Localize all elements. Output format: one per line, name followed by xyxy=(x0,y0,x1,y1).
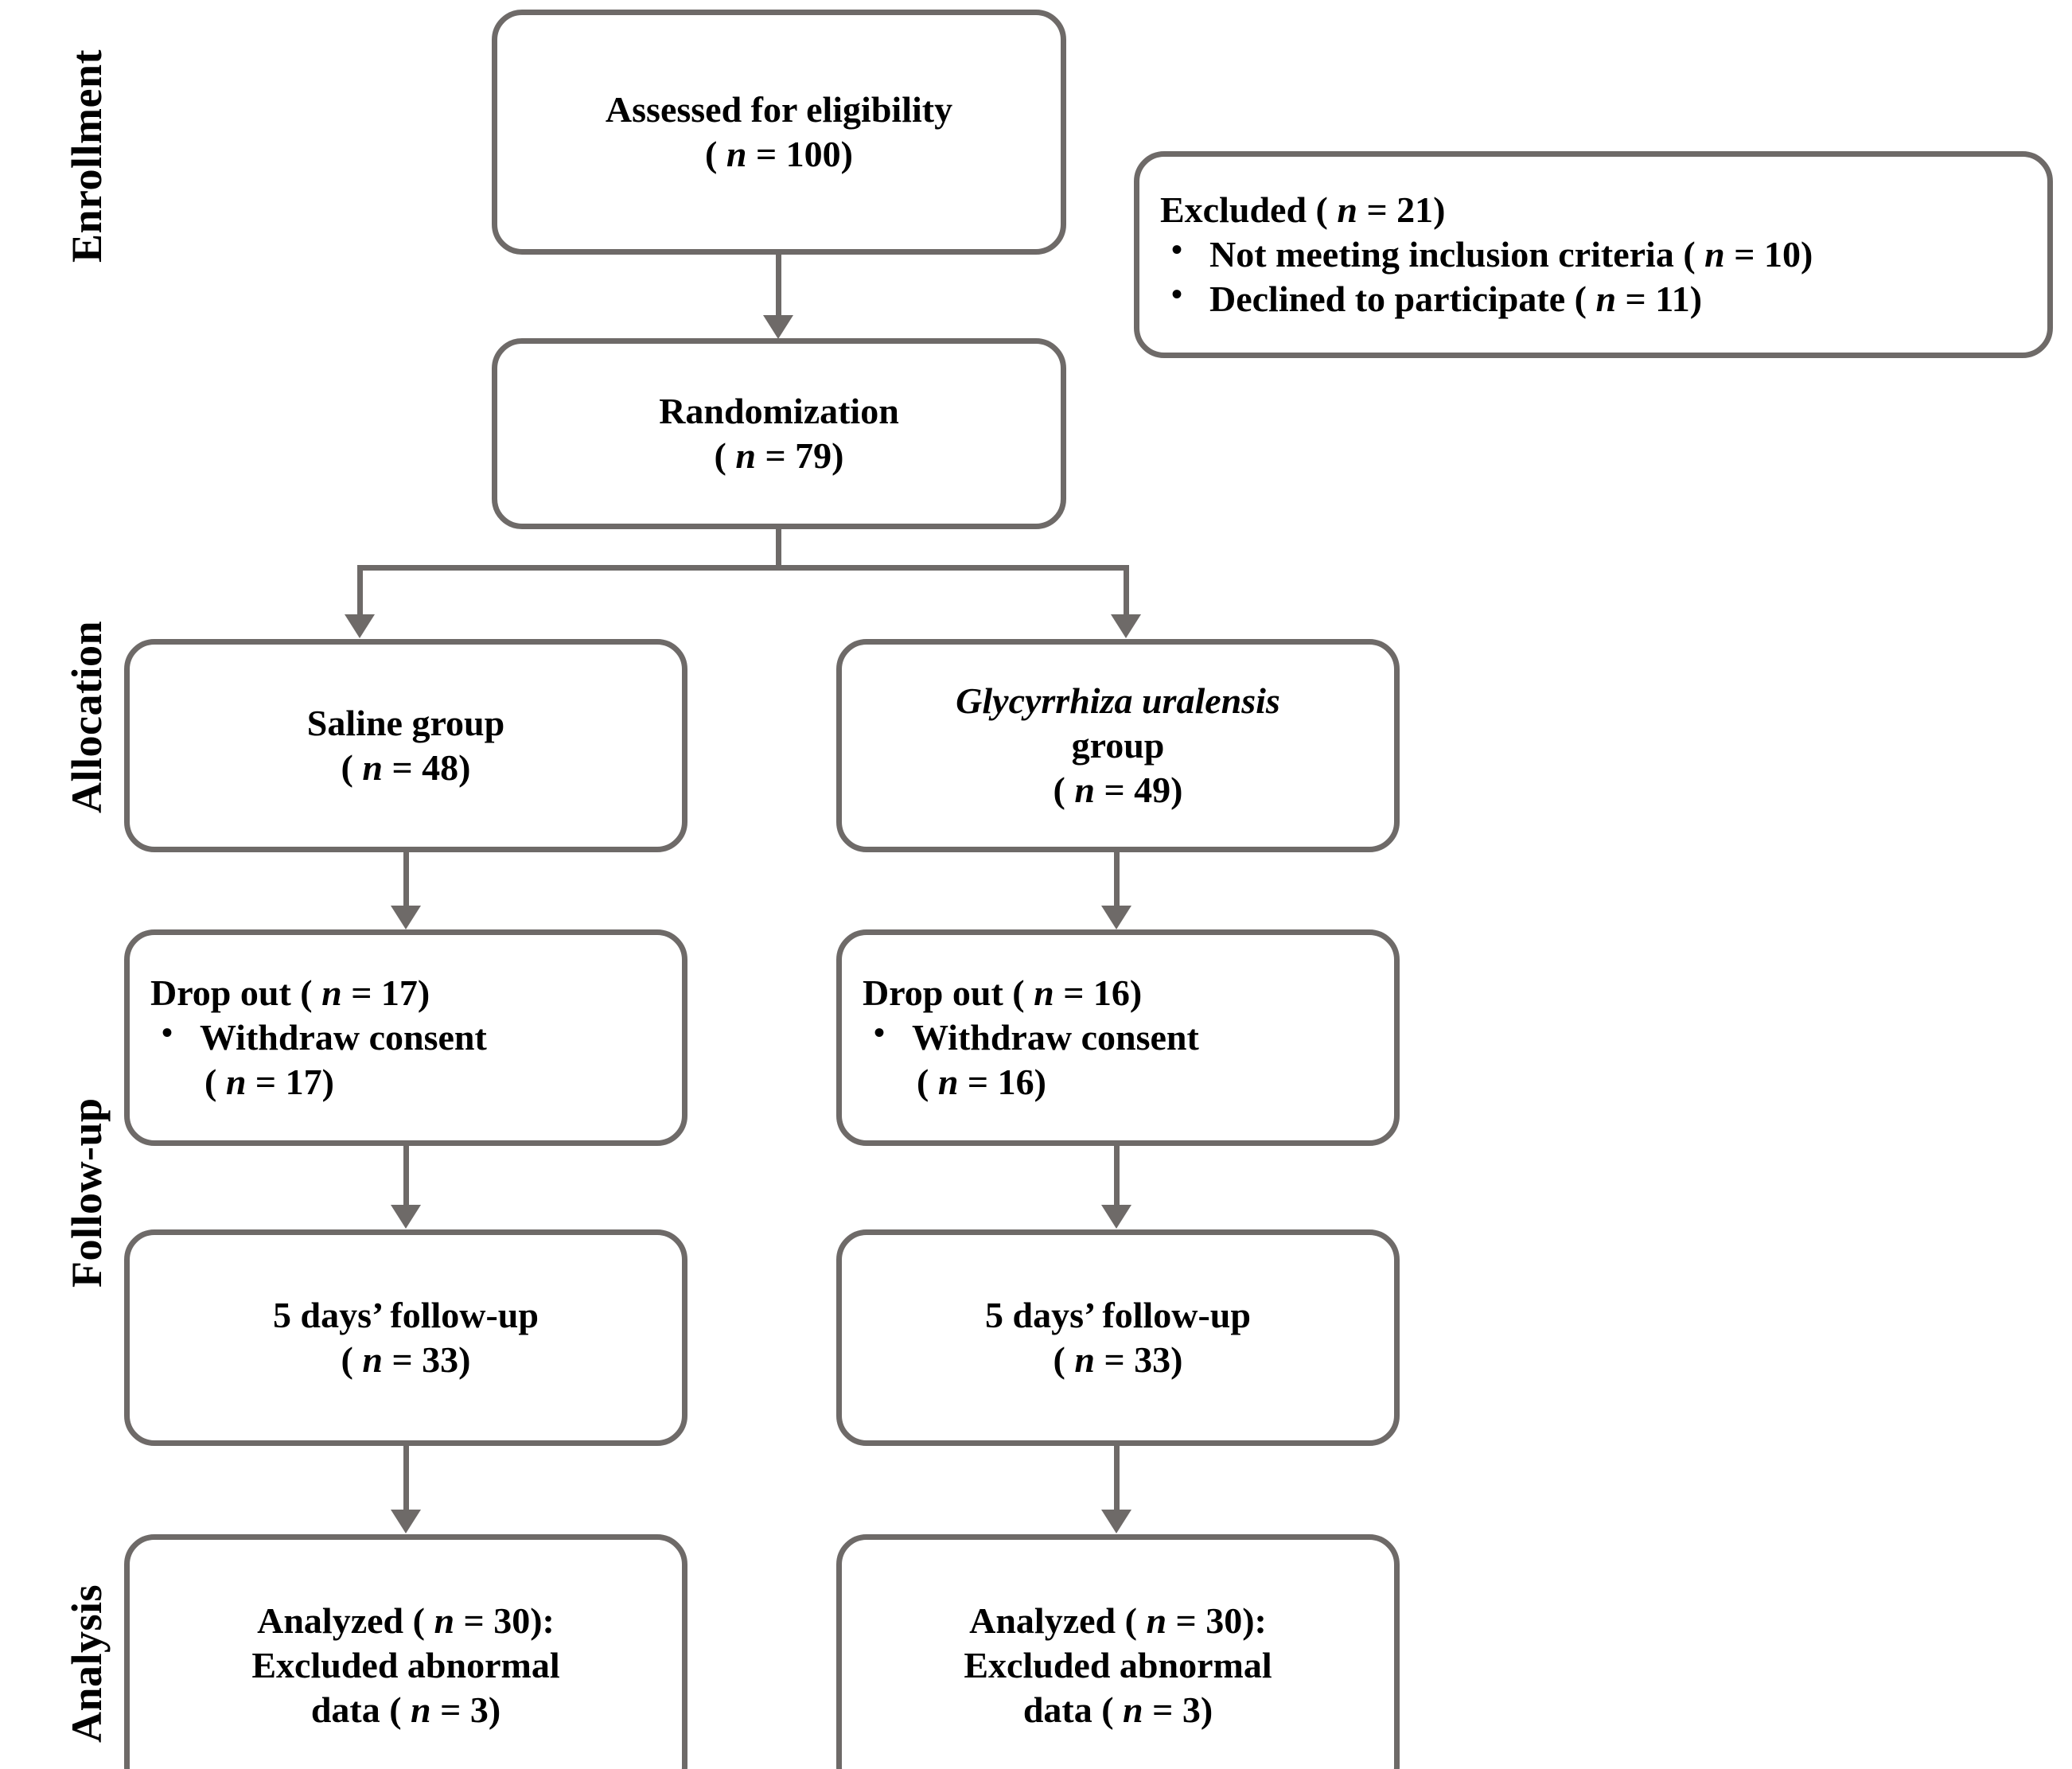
connector-split-to-glycyrrhiza xyxy=(1124,565,1129,616)
connector-randomization-stem xyxy=(776,525,781,569)
stage-label-followup: Follow-up xyxy=(63,1097,111,1288)
stage-label-allocation: Allocation xyxy=(63,621,111,813)
saline-group-line-1: Saline group xyxy=(306,702,505,743)
arrowhead-to-randomization xyxy=(763,315,793,339)
list-item: Declined to participate ( n = 11) xyxy=(1160,275,2036,321)
analyzed-right-line-3: data ( n = 3) xyxy=(1022,1689,1213,1731)
randomization-line-2: ( n = 79) xyxy=(714,435,844,476)
dropout-right-bullet-continuation: ( n = 16) xyxy=(917,1062,1046,1103)
n-variable: n xyxy=(1337,189,1357,230)
n-variable: n xyxy=(1704,233,1725,275)
n-variable: n xyxy=(1034,972,1054,1013)
n-variable: n xyxy=(321,972,342,1013)
arrowhead-to-saline-group xyxy=(345,614,375,638)
arrowhead-to-followup-right xyxy=(1101,1205,1131,1229)
analyzed-right-line-1: Analyzed ( n = 30): xyxy=(969,1600,1267,1641)
n-variable: n xyxy=(1123,1689,1143,1731)
node-glycyrrhiza-uralensis-group: Glycyrrhiza uralensis group ( n = 49) xyxy=(836,639,1400,852)
n-variable: n xyxy=(735,435,756,476)
arrowhead-to-analyzed-left xyxy=(391,1510,421,1533)
n-variable: n xyxy=(411,1689,431,1731)
arrowhead-to-analyzed-right xyxy=(1101,1510,1131,1533)
connector-dropout-to-followup-left xyxy=(403,1144,409,1206)
stage-label-enrollment: Enrollment xyxy=(63,49,111,263)
list-item: Withdraw consent( n = 17) xyxy=(150,1014,671,1105)
assessed-line-1: Assessed for eligibility xyxy=(605,88,953,130)
n-variable: n xyxy=(225,1062,247,1103)
node-analyzed-saline: Analyzed ( n = 30): Excluded abnormal da… xyxy=(124,1534,687,1769)
assessed-line-2: ( n = 100) xyxy=(705,134,853,174)
n-variable: n xyxy=(1146,1600,1167,1641)
stage-label-analysis: Analysis xyxy=(63,1584,111,1743)
dropout-left-bullet-continuation: ( n = 17) xyxy=(204,1062,334,1103)
node-followup-saline: 5 days’ follow-up ( n = 33) xyxy=(124,1229,687,1446)
node-randomization: Randomization ( n = 79) xyxy=(492,338,1066,529)
n-variable: n xyxy=(362,1339,383,1380)
connector-split-bar xyxy=(357,565,1129,571)
n-variable: n xyxy=(726,134,747,174)
connector-assessed-to-randomization xyxy=(776,255,781,317)
node-followup-glycyrrhiza: 5 days’ follow-up ( n = 33) xyxy=(836,1229,1400,1446)
connector-saline-to-dropout xyxy=(403,850,409,907)
randomization-line-1: Randomization xyxy=(659,390,899,431)
connector-glycyrrhiza-to-dropout xyxy=(1114,850,1120,907)
connector-split-to-saline xyxy=(357,565,363,616)
dropout-right-reason-list: Withdraw consent( n = 16) xyxy=(863,1014,1383,1105)
analyzed-left-line-2: Excluded abnormal xyxy=(251,1644,560,1685)
n-variable: n xyxy=(434,1600,455,1641)
followup-right-line-2: ( n = 33) xyxy=(1053,1339,1183,1380)
arrowhead-to-dropout-right xyxy=(1101,906,1131,929)
glycyrrhiza-group-line-2: group xyxy=(1071,724,1165,766)
n-variable: n xyxy=(1074,770,1095,811)
node-saline-group: Saline group ( n = 48) xyxy=(124,639,687,852)
node-dropout-saline: Drop out ( n = 17) Withdraw consent( n =… xyxy=(124,929,687,1146)
analyzed-left-line-1: Analyzed ( n = 30): xyxy=(257,1600,555,1641)
connector-followup-to-analyzed-left xyxy=(403,1446,409,1511)
node-excluded: Excluded ( n = 21) Not meeting inclusion… xyxy=(1134,151,2053,358)
followup-right-line-1: 5 days’ follow-up xyxy=(985,1294,1251,1335)
n-variable: n xyxy=(937,1062,959,1103)
node-analyzed-glycyrrhiza: Analyzed ( n = 30): Excluded abnormal da… xyxy=(836,1534,1400,1769)
connector-followup-to-analyzed-right xyxy=(1114,1446,1120,1511)
arrowhead-to-dropout-left xyxy=(391,906,421,929)
arrowhead-to-glycyrrhiza-group xyxy=(1111,614,1141,638)
followup-left-line-2: ( n = 33) xyxy=(341,1339,471,1380)
followup-left-line-1: 5 days’ follow-up xyxy=(273,1294,539,1335)
glycyrrhiza-group-line-3: ( n = 49) xyxy=(1053,770,1183,811)
node-assessed-for-eligibility: Assessed for eligibility ( n = 100) xyxy=(492,10,1066,255)
dropout-right-heading: Drop out ( n = 16) xyxy=(863,972,1143,1013)
node-dropout-glycyrrhiza: Drop out ( n = 16) Withdraw consent( n =… xyxy=(836,929,1400,1146)
list-item: Withdraw consent( n = 16) xyxy=(863,1014,1383,1105)
dropout-left-heading: Drop out ( n = 17) xyxy=(150,972,430,1013)
arrowhead-to-followup-left xyxy=(391,1205,421,1229)
glycyrrhiza-species-name: Glycyrrhiza uralensis xyxy=(956,680,1280,721)
n-variable: n xyxy=(1595,279,1617,320)
dropout-left-reason-list: Withdraw consent( n = 17) xyxy=(150,1014,671,1105)
list-item: Not meeting inclusion criteria ( n = 10) xyxy=(1160,231,2036,277)
analyzed-left-line-3: data ( n = 3) xyxy=(310,1689,501,1731)
n-variable: n xyxy=(1074,1339,1095,1380)
connector-dropout-to-followup-right xyxy=(1114,1144,1120,1206)
n-variable: n xyxy=(362,747,383,788)
excluded-reason-list: Not meeting inclusion criteria ( n = 10)… xyxy=(1160,231,2036,321)
saline-group-line-2: ( n = 48) xyxy=(341,747,471,788)
analyzed-right-line-2: Excluded abnormal xyxy=(964,1644,1272,1685)
excluded-heading: Excluded ( n = 21) xyxy=(1160,189,1446,230)
